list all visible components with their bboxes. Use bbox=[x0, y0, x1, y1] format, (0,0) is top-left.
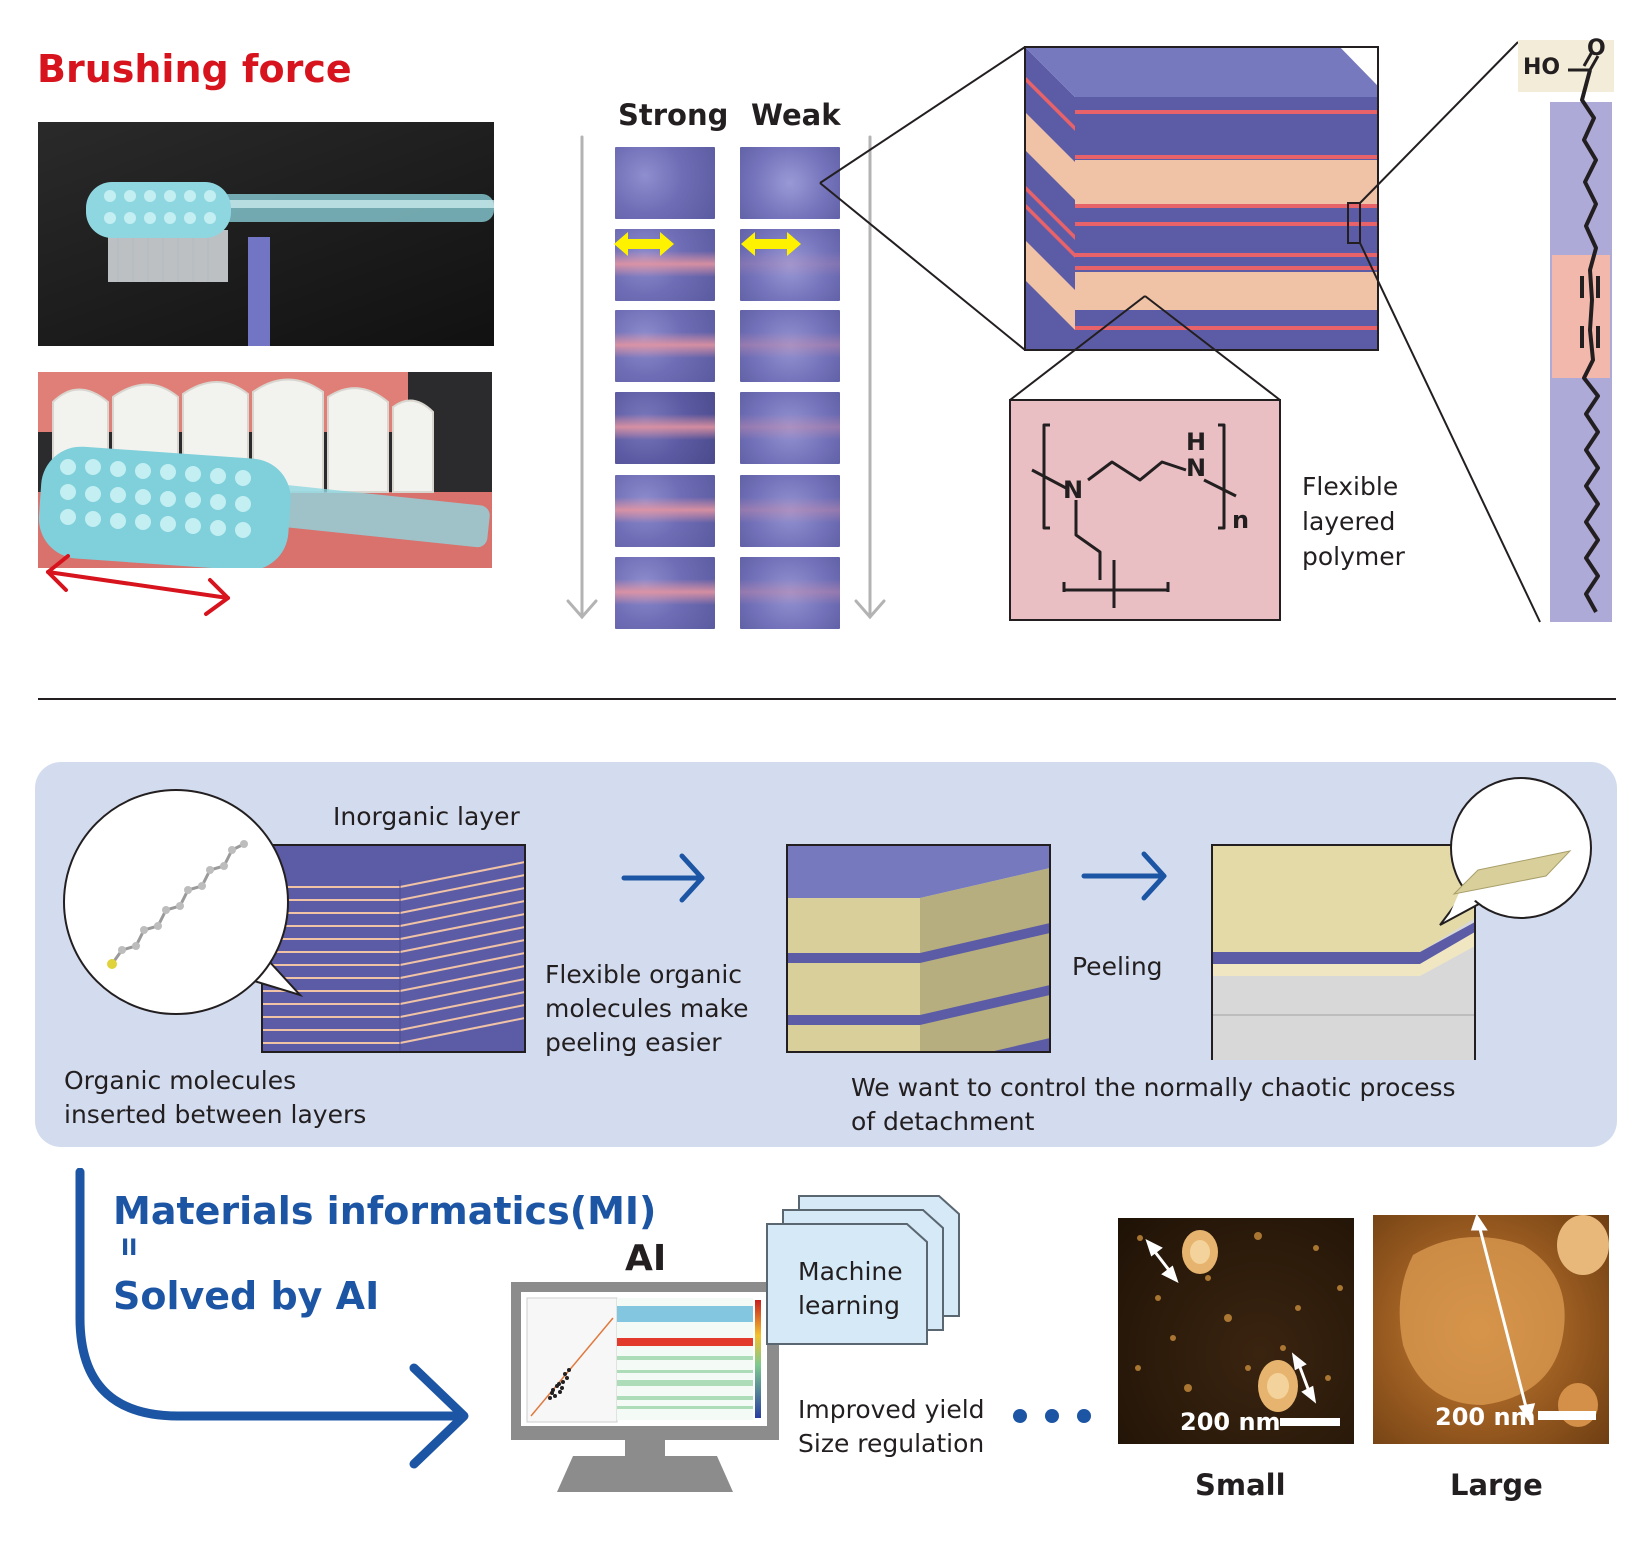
peeling-label: Peeling bbox=[1072, 952, 1163, 981]
flexible-caption-line-2: molecules make bbox=[545, 994, 749, 1023]
flexible-caption-line-3: peeling easier bbox=[545, 1028, 722, 1057]
o-label: O bbox=[1587, 36, 1606, 61]
mi-title: Materials informatics(MI) bbox=[113, 1189, 657, 1233]
ai-monitor bbox=[511, 1282, 779, 1492]
afm-large-flake bbox=[1399, 1215, 1609, 1427]
organic-caption-line-1: Organic molecules bbox=[64, 1066, 297, 1095]
ellipsis-dots bbox=[1013, 1409, 1091, 1423]
strong-tile-6 bbox=[615, 557, 715, 629]
polymer-caption-line-1: Flexible bbox=[1302, 472, 1399, 501]
equals-mark: II bbox=[121, 1236, 138, 1261]
time-progression-arrows bbox=[566, 135, 886, 620]
polymer-subscript-n: n bbox=[1232, 506, 1250, 534]
ho-label: HO bbox=[1523, 55, 1561, 80]
ml-label-line-1: Machine bbox=[798, 1257, 903, 1286]
strong-tile-4 bbox=[615, 392, 715, 464]
ml-label-line-2: learning bbox=[798, 1291, 900, 1320]
mi-flow-arrow bbox=[75, 1168, 469, 1469]
solved-by-ai: Solved by AI bbox=[113, 1274, 380, 1318]
toothbrush-illustration bbox=[86, 182, 494, 346]
toothbrush-photo-2 bbox=[38, 372, 492, 568]
weak-tile-4 bbox=[740, 392, 840, 464]
afm-small-scale: 200 nm bbox=[1180, 1408, 1281, 1436]
polymer-h-label: H bbox=[1186, 428, 1207, 456]
section-divider bbox=[38, 698, 1616, 700]
control-caption-line-1: We want to control the normally chaotic … bbox=[851, 1073, 1456, 1102]
layered-structure-diagram bbox=[819, 40, 1614, 623]
weak-label: Weak bbox=[751, 98, 841, 132]
organic-caption-line-2: inserted between layers bbox=[64, 1100, 367, 1129]
strong-tile-3 bbox=[615, 310, 715, 382]
strong-tile-1 bbox=[615, 147, 715, 219]
peeling-process-diagram bbox=[63, 777, 1592, 1060]
flexible-caption-line-1: Flexible organic bbox=[545, 960, 743, 989]
brushing-direction-arrow bbox=[46, 554, 230, 616]
afm-image-small: 200 nm bbox=[1118, 1218, 1354, 1444]
afm-image-large: 200 nm bbox=[1373, 1215, 1609, 1444]
brushing-force-title: Brushing force bbox=[37, 47, 352, 91]
strong-label: Strong bbox=[618, 98, 729, 132]
yellow-arrow-strong bbox=[614, 232, 674, 256]
control-caption-line-2: of detachment bbox=[851, 1107, 1035, 1136]
ml-card-stack bbox=[766, 1195, 960, 1345]
inorganic-layer-label: Inorganic layer bbox=[333, 802, 520, 831]
small-label: Small bbox=[1195, 1468, 1286, 1502]
teeth-illustration bbox=[38, 372, 492, 568]
weak-tile-3 bbox=[740, 310, 840, 382]
strong-tile-2 bbox=[615, 229, 715, 301]
result-line-2: Size regulation bbox=[798, 1429, 985, 1458]
polymer-caption-line-3: polymer bbox=[1302, 542, 1405, 571]
weak-tile-5 bbox=[740, 475, 840, 547]
afm-large-scale: 200 nm bbox=[1435, 1403, 1536, 1431]
toothbrush-photo-1 bbox=[38, 122, 494, 346]
polymer-n-label-2: N bbox=[1186, 454, 1207, 482]
weak-tile-1 bbox=[740, 147, 840, 219]
polymer-caption-line-2: layered bbox=[1302, 507, 1396, 536]
ai-label: AI bbox=[625, 1238, 667, 1279]
large-label: Large bbox=[1450, 1468, 1543, 1502]
result-line-1: Improved yield bbox=[798, 1395, 985, 1424]
yellow-arrow-weak bbox=[741, 232, 801, 256]
strong-tile-5 bbox=[615, 475, 715, 547]
weak-tile-6 bbox=[740, 557, 840, 629]
polymer-n-label-1: N bbox=[1063, 476, 1084, 504]
afm-small-particles bbox=[1135, 1230, 1343, 1426]
